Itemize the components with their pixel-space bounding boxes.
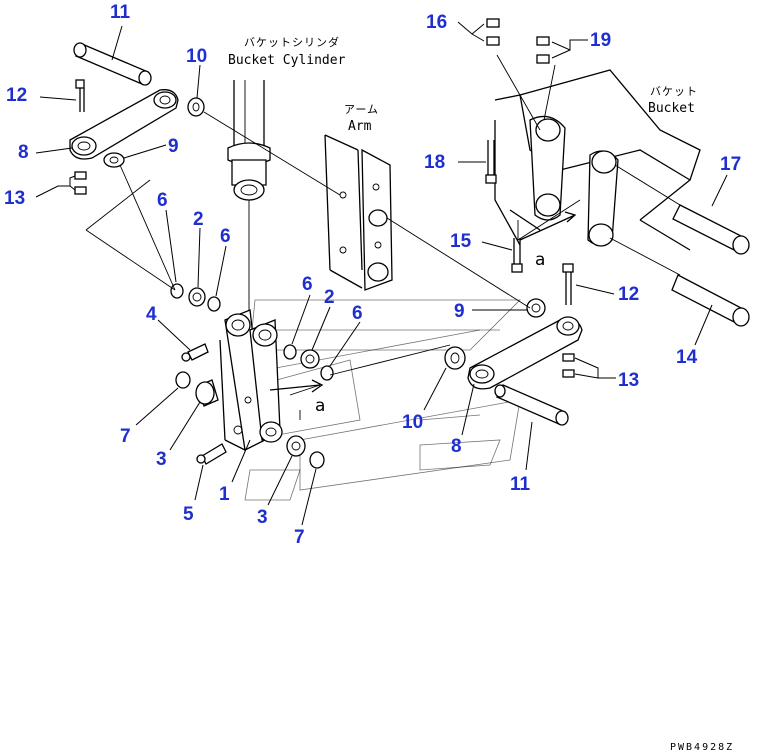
nut-13-left [74, 171, 87, 195]
bucket [494, 69, 701, 251]
reference-a-right: a [535, 250, 545, 270]
callout-3-mid: 3 [257, 507, 268, 528]
callout-3-left: 3 [156, 449, 167, 470]
callout-17: 17 [720, 154, 741, 175]
callout-18: 18 [424, 152, 445, 173]
callout-9-left: 9 [168, 136, 179, 157]
grease-fitting-5 [196, 443, 227, 465]
bucket-label-en: Bucket [648, 101, 695, 116]
seal-6-mid-b [320, 365, 334, 381]
callout-15: 15 [450, 231, 472, 252]
bucket-cylinder [227, 80, 271, 310]
callout-1: 1 [219, 484, 230, 505]
callout-numbers: 11 10 12 8 9 13 6 2 6 4 6 2 6 7 3 1 5 3 … [4, 2, 741, 548]
nut-13-right [562, 353, 575, 378]
washer-9-right [526, 298, 546, 318]
bushing-3-mid [286, 435, 306, 457]
callout-8-right: 8 [451, 436, 462, 457]
callout-14: 14 [676, 347, 698, 368]
bolt-12-right [562, 263, 574, 305]
callout-12-left: 12 [6, 85, 27, 106]
background-hatching [239, 299, 521, 501]
callout-13-right: 13 [618, 370, 639, 391]
callout-16: 16 [426, 12, 447, 33]
callout-5: 5 [183, 504, 194, 525]
callout-11-right: 11 [510, 474, 531, 495]
callout-4: 4 [146, 304, 157, 325]
bucket-label-jp: バケット [650, 85, 698, 98]
washer-10-top [187, 97, 205, 117]
pin-11-top [73, 42, 152, 86]
bucket-cylinder-label-jp: バケットシリンダ [244, 35, 340, 49]
seal-6-left-b [207, 296, 221, 312]
callout-2-mid: 2 [324, 287, 335, 308]
callout-6-b: 6 [220, 226, 231, 247]
pin-17 [672, 204, 750, 255]
seal-7-mid [309, 451, 325, 469]
callout-13-left: 13 [4, 188, 25, 209]
callout-8-left: 8 [18, 142, 29, 163]
bushing-2-mid [300, 349, 320, 369]
callout-10-top: 10 [186, 46, 207, 67]
washer-10-right [444, 346, 466, 370]
callout-9-right: 9 [454, 301, 465, 322]
nut-19 [536, 36, 550, 64]
reference-a-left: a [315, 396, 325, 416]
callout-2-left: 2 [193, 209, 204, 230]
arm [324, 134, 393, 291]
callout-10-right: 10 [402, 412, 423, 433]
pin-11-right [494, 384, 569, 426]
callout-7-mid: 7 [294, 527, 305, 548]
callout-6-d: 6 [352, 303, 363, 324]
pin-14 [671, 274, 750, 327]
seal-6-mid-a [283, 344, 297, 360]
bolt-18 [485, 140, 497, 184]
assembly-lines [85, 54, 681, 420]
callout-19: 19 [590, 30, 611, 51]
bushing-3-left [195, 379, 219, 407]
seal-7-left [175, 371, 191, 389]
callout-6-a: 6 [157, 190, 168, 211]
arm-label-jp: アーム [344, 103, 379, 116]
callout-leaders [35, 21, 728, 526]
bolt-12-left [75, 79, 85, 112]
link-1 [219, 309, 283, 451]
bucket-cylinder-label-en: Bucket Cylinder [228, 53, 346, 68]
link-8-right [467, 316, 583, 390]
arm-label-en: Arm [348, 119, 372, 134]
nut-16 [486, 18, 500, 46]
grease-fitting-4 [181, 343, 209, 362]
drawing-code: PWB4928Z [670, 742, 734, 753]
bolt-15 [511, 238, 523, 273]
bushing-2-left [188, 287, 206, 307]
callout-11-top: 11 [110, 2, 131, 23]
callout-7-left: 7 [120, 426, 131, 447]
callout-6-c: 6 [302, 274, 313, 295]
link-8-left [69, 89, 179, 160]
washer-9-left [103, 152, 125, 168]
callout-12-right: 12 [618, 284, 639, 305]
